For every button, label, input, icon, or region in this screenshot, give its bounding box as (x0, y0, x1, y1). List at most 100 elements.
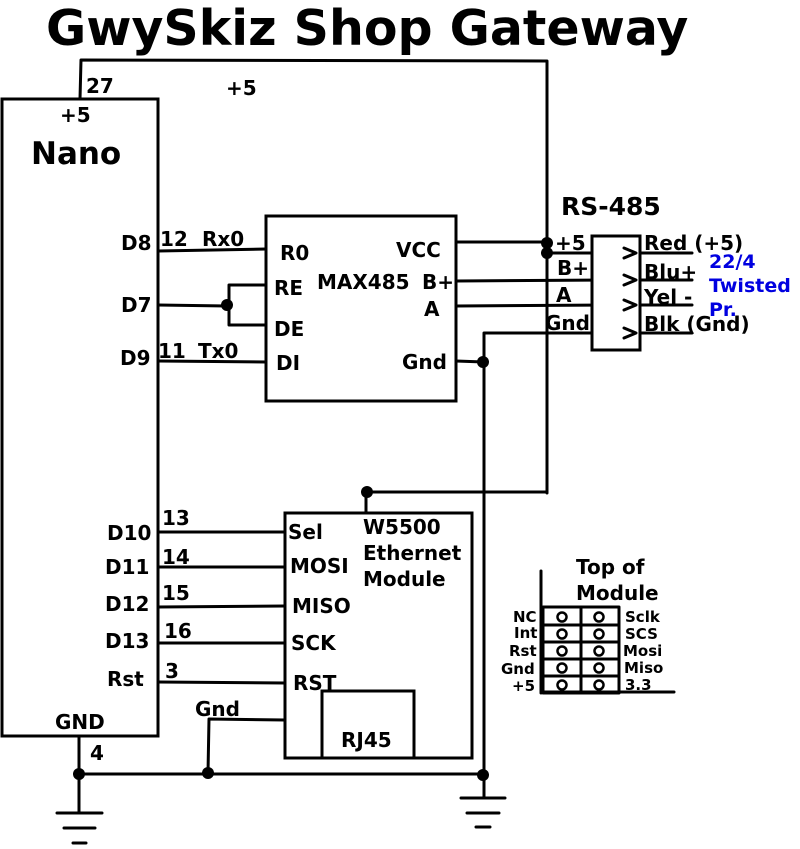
rj45-jack (320, 689, 416, 760)
header-pin-circle (593, 662, 605, 674)
cable-wire-black-label: Blk (Gnd) (644, 312, 750, 336)
net-rst-number: 3 (165, 659, 179, 683)
header-left-5v: +5 (512, 677, 535, 695)
max485-pin-di: DI (276, 351, 300, 375)
wire-rst-rst (156, 680, 287, 685)
wire-d12-miso (156, 604, 287, 609)
nano-pin-plus5-label: +5 (60, 103, 91, 127)
junction-vcc (541, 237, 553, 249)
max485-label: MAX485 (317, 270, 410, 294)
net-d13-number: 16 (164, 619, 192, 643)
junction-max485-gnd (477, 356, 489, 368)
w5500-pin-sel: Sel (288, 520, 323, 544)
cable-wire-red-label: Red (+5) (644, 231, 743, 255)
max485-pin-de: DE (274, 317, 304, 341)
header-pin-circle (556, 662, 568, 674)
header-pin-circle (556, 645, 568, 657)
header-pin-circle (556, 611, 568, 623)
header-pin-circle (556, 679, 568, 691)
cable-note-line-2: Twisted (709, 275, 791, 297)
nano-pin-27-number: 27 (86, 74, 114, 98)
max485-pin-bplus: B+ (422, 270, 454, 294)
nano-pin-d12: D12 (105, 592, 149, 616)
rs485-arrow-1 (622, 246, 638, 260)
junction-w5500-5v (361, 486, 373, 498)
rs485-input-5v: +5 (555, 231, 586, 255)
wire-rs485-gnd (482, 331, 612, 777)
wire-d8-r0 (156, 247, 268, 253)
w5500-pin-sck: SCK (291, 631, 337, 655)
rs485-input-gnd: Gnd (545, 311, 590, 335)
w5500-name-line-2: Ethernet (363, 541, 462, 565)
rs485-input-a: A (556, 283, 572, 307)
junction-d7 (221, 299, 233, 311)
rs485-arrow-3 (622, 298, 638, 312)
ground-symbol-right (459, 796, 507, 829)
nano-board (0, 97, 160, 738)
cable-wire-blue-label: Blu+ (644, 260, 697, 284)
wire-d9-di (156, 359, 268, 364)
w5500-name-line-1: W5500 (363, 515, 441, 539)
rs485-arrow-2 (622, 273, 638, 287)
header-pins (556, 611, 605, 691)
max485-chip (264, 214, 458, 403)
wire-w5500-gnd (206, 717, 287, 775)
max485-pin-a: A (424, 297, 440, 321)
rs485-arrow-4 (622, 326, 638, 340)
wire-a (454, 303, 612, 308)
w5500-name-line-3: Module (363, 567, 446, 591)
net-d11-number: 14 (162, 545, 190, 569)
rj45-label: RJ45 (341, 728, 392, 752)
header-pin-circle (593, 628, 605, 640)
nano-gnd-pin-number: 4 (90, 741, 104, 765)
header-right-miso: Miso (624, 659, 663, 677)
header-right-mosi: Mosi (623, 642, 662, 660)
header-pin-circle (593, 679, 605, 691)
net-d10-number: 13 (162, 506, 190, 530)
nano-gnd-label: GND (55, 710, 105, 734)
wire-re-de-bridge (227, 283, 268, 327)
net-d9-signal: Tx0 (198, 339, 238, 363)
w5500-pin-miso: MISO (292, 594, 351, 618)
supply-5v-wire (78, 58, 549, 495)
cable-wire-yellow-label: Yel - (643, 285, 692, 309)
nano-pin-d10: D10 (107, 521, 151, 545)
header-right-sclk: Sclk (625, 608, 661, 626)
nano-pin-d7: D7 (121, 293, 152, 317)
net-d12-number: 15 (162, 581, 190, 605)
header-left-nc: NC (513, 608, 537, 626)
header-right-scs: SCS (625, 625, 658, 643)
header-pin-circle (556, 628, 568, 640)
header-left-gnd: Gnd (501, 660, 535, 678)
header-grid (541, 605, 621, 695)
nano-label: Nano (31, 136, 121, 172)
module-top-title-line-1: Top of (576, 555, 645, 579)
nano-pin-d9: D9 (120, 346, 151, 370)
rs485-input-bplus: B+ (557, 256, 589, 280)
junction-gnd-nano (73, 768, 85, 780)
header-left-int: Int (514, 624, 537, 642)
nano-pin-d8: D8 (121, 231, 152, 255)
header-right-3v3: 3.3 (625, 676, 652, 694)
max485-pin-gnd: Gnd (402, 350, 447, 374)
net-d8-signal: Rx0 (202, 227, 244, 251)
module-top-title-line-2: Module (576, 581, 659, 605)
cable-note-line-3: Pr. (709, 299, 737, 321)
max485-pin-r0: R0 (280, 241, 309, 265)
nano-pin-d13: D13 (105, 629, 149, 653)
w5500-gnd-label: Gnd (195, 697, 240, 721)
max485-pin-vcc: VCC (396, 238, 441, 262)
junction-gnd-w5500 (202, 767, 214, 779)
supply-5v-label: +5 (226, 76, 257, 100)
max485-pin-re: RE (274, 276, 303, 300)
cable-note-line-1: 22/4 (709, 251, 756, 273)
nano-pin-d11: D11 (105, 555, 149, 579)
header-pin-circle (593, 611, 605, 623)
net-d9-number: 11 (158, 339, 186, 363)
net-d8-number: 12 (160, 227, 188, 251)
wire-d7-re-de (156, 303, 229, 308)
ground-symbol-left (55, 811, 104, 845)
w5500-pin-mosi: MOSI (290, 554, 349, 578)
